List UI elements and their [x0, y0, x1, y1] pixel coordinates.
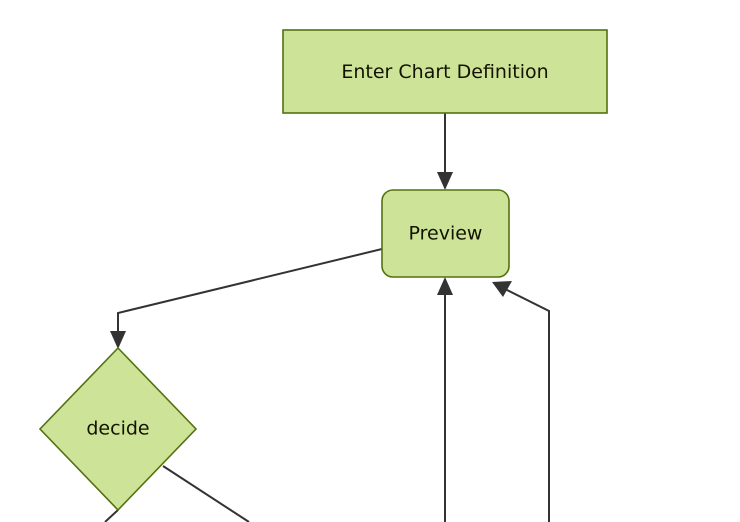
- node-enter-chart-definition[interactable]: Enter Chart Definition: [282, 29, 608, 114]
- node-rounded-rectangle: [381, 189, 510, 278]
- arrowhead-icon: [110, 331, 126, 349]
- arrowhead-icon: [437, 172, 453, 190]
- edge-decide-down-left[interactable]: [104, 509, 119, 522]
- node-label: Preview: [409, 223, 483, 245]
- edge-line: [502, 287, 550, 522]
- edge-line: [104, 509, 119, 522]
- edge-enter-to-preview[interactable]: [437, 113, 453, 190]
- arrowhead-icon: [437, 277, 453, 295]
- node-label: Enter Chart Definition: [341, 61, 548, 83]
- edge-preview-to-decide[interactable]: [110, 248, 383, 349]
- edge-layer: [104, 113, 550, 522]
- edge-line: [117, 248, 383, 337]
- edge-bottom-right-to-preview[interactable]: [492, 281, 550, 522]
- edge-bottom-to-preview[interactable]: [437, 277, 453, 522]
- node-diamond: [38, 346, 198, 512]
- node-rectangle: [282, 29, 608, 114]
- node-preview[interactable]: Preview: [381, 189, 510, 278]
- node-label: decide: [86, 418, 149, 440]
- edge-line: [162, 465, 250, 522]
- node-layer: Enter Chart Definition Preview decide: [38, 29, 608, 512]
- edge-decide-down-right[interactable]: [162, 465, 250, 522]
- arrowhead-icon: [492, 281, 512, 297]
- node-decide[interactable]: decide: [38, 346, 198, 512]
